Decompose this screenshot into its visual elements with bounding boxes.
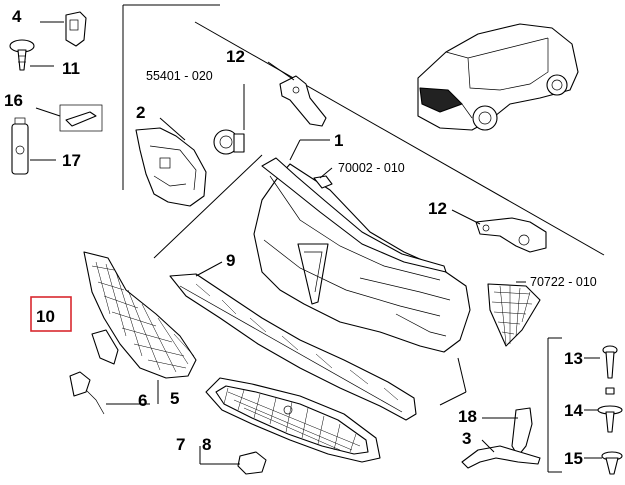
callout-11: 11 xyxy=(62,59,80,78)
callout-14: 14 xyxy=(564,401,583,420)
callout-15: 15 xyxy=(564,449,583,468)
callout-labels: 4 11 16 17 2 12 1 12 9 10 6 5 7 8 18 3 1… xyxy=(4,7,583,468)
car-illustration xyxy=(417,23,579,131)
callout-7: 7 xyxy=(176,435,185,454)
callout-4: 4 xyxy=(12,7,22,26)
shield-grille-70722-010 xyxy=(487,283,541,347)
callout-6: 6 xyxy=(138,391,147,410)
fastener-part-15 xyxy=(601,451,623,475)
pad-part-16 xyxy=(59,104,103,132)
main-grille-part-7 xyxy=(205,377,381,463)
callout-8: 8 xyxy=(202,435,211,454)
callout-17: 17 xyxy=(62,151,81,170)
front-bumper-part-1 xyxy=(253,157,471,353)
clip-part-8 xyxy=(237,451,267,475)
ref-55401-020: 55401 - 020 xyxy=(146,69,213,83)
lower-grille-part-6 xyxy=(83,251,197,379)
cover-cap-part-10 xyxy=(91,329,119,365)
callout-18: 18 xyxy=(458,407,477,426)
frame-lines xyxy=(122,4,605,406)
callout-1: 1 xyxy=(334,131,343,150)
sensor-55401-020 xyxy=(213,129,245,155)
bracket-part-2 xyxy=(135,127,207,207)
reinforcement-bar-part-9 xyxy=(169,273,417,421)
callout-9: 9 xyxy=(226,251,235,270)
callout-13: 13 xyxy=(564,349,583,368)
fastener-part-14 xyxy=(597,387,623,433)
callout-10: 10 xyxy=(36,307,55,326)
clip-part-4 xyxy=(65,11,87,47)
highlight-box-part-10 xyxy=(30,296,72,332)
callout-5: 5 xyxy=(170,389,179,408)
bracket-part-3 xyxy=(461,445,541,469)
bracket-part-18 xyxy=(511,407,533,457)
screw-part-11 xyxy=(9,39,35,71)
reference-labels: 55401 - 020 70002 - 010 70722 - 010 xyxy=(146,69,597,289)
fog-lamp-bracket xyxy=(69,371,105,415)
ref-70722-010: 70722 - 010 xyxy=(530,275,597,289)
spray-can-part-17 xyxy=(11,117,29,175)
bracket-part-12-upper xyxy=(279,75,327,127)
callout-12-upper: 12 xyxy=(226,47,245,66)
ref-70002-010: 70002 - 010 xyxy=(338,161,405,175)
bracket-part-12-lower xyxy=(475,217,547,253)
callout-16: 16 xyxy=(4,91,23,110)
callout-2: 2 xyxy=(136,103,145,122)
fastener-part-13 xyxy=(602,345,618,379)
callout-12-lower: 12 xyxy=(428,199,447,218)
callout-3: 3 xyxy=(462,429,471,448)
